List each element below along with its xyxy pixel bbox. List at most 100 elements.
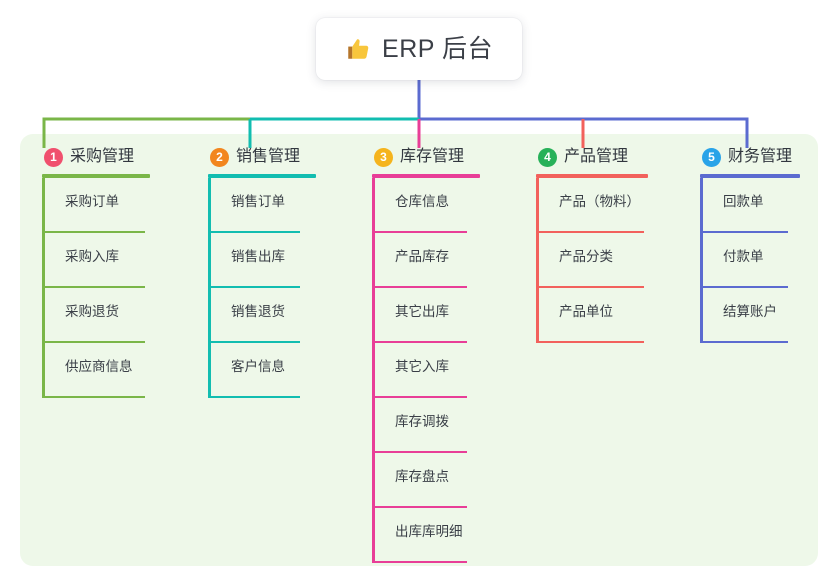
menu-item-rule [700,341,788,343]
column-items: 采购订单采购入库采购退货供应商信息 [42,178,150,398]
column-spine [208,178,211,398]
menu-item-label: 产品单位 [559,304,613,319]
menu-item-label: 客户信息 [231,359,285,374]
menu-item[interactable]: 客户信息 [208,343,316,398]
column-badge-4: 4 [538,147,557,167]
column-header-4[interactable]: 4 产品管理 [536,146,648,168]
menu-item[interactable]: 出库库明细 [372,508,480,563]
menu-item[interactable]: 库存盘点 [372,453,480,508]
menu-item-rule [372,451,467,453]
menu-item-label: 库存盘点 [395,469,449,484]
menu-item-rule [42,286,145,288]
column-header-rule [42,174,150,178]
menu-item-label: 付款单 [723,249,764,264]
menu-item[interactable]: 仓库信息 [372,178,480,233]
menu-item-label: 出库库明细 [395,524,463,539]
diagram-panel [20,134,818,566]
column-items: 回款单付款单结算账户 [700,178,800,343]
column-header-1[interactable]: 1 采购管理 [42,146,150,168]
column-title: 销售管理 [236,148,301,165]
menu-item[interactable]: 采购入库 [42,233,150,288]
column-title: 库存管理 [400,148,465,165]
menu-item[interactable]: 销售退货 [208,288,316,343]
menu-item-rule [372,341,467,343]
menu-item-rule [208,231,300,233]
menu-item-rule [372,286,467,288]
menu-item[interactable]: 采购退货 [42,288,150,343]
menu-item-rule [536,341,644,343]
menu-item-label: 产品库存 [395,249,449,264]
menu-item-rule [372,396,467,398]
column-产品管理: 4 产品管理产品（物料） 产品分类产品单位 [536,146,648,343]
menu-item-rule [372,231,467,233]
column-header-rule [536,174,648,178]
root-node-title: ERP 后台 [382,34,493,63]
column-badge-1: 1 [44,147,63,167]
menu-item-rule [208,396,300,398]
column-items: 产品（物料） 产品分类产品单位 [536,178,648,343]
menu-item-rule [536,231,644,233]
menu-item-label: 供应商信息 [65,359,133,374]
menu-item-label: 库存调拨 [395,414,449,429]
menu-item-rule [700,231,788,233]
menu-item-label: 销售退货 [231,304,285,319]
column-items: 销售订单销售出库销售退货客户信息 [208,178,316,398]
column-header-rule [700,174,800,178]
menu-item[interactable]: 产品分类 [536,233,648,288]
menu-item[interactable]: 采购订单 [42,178,150,233]
menu-item-label: 销售订单 [231,194,285,209]
root-node-card[interactable]: ERP 后台 [316,18,522,80]
thumbs-up-icon [348,39,369,59]
menu-item[interactable]: 付款单 [700,233,800,288]
column-spine [372,178,375,563]
menu-item[interactable]: 供应商信息 [42,343,150,398]
menu-item-label: 结算账户 [723,304,777,319]
column-items: 仓库信息产品库存其它出库其它入库库存调拨库存盘点出库库明细 [372,178,480,563]
column-spine [536,178,539,343]
menu-item-rule [700,286,788,288]
menu-item[interactable]: 回款单 [700,178,800,233]
menu-item-label: 仓库信息 [395,194,449,209]
menu-item[interactable]: 产品（物料） [536,178,648,233]
menu-item[interactable]: 库存调拨 [372,398,480,453]
column-header-2[interactable]: 2 销售管理 [208,146,316,168]
column-header-3[interactable]: 3 库存管理 [372,146,480,168]
root-node-content: ERP 后台 [345,36,493,62]
menu-item-rule [42,341,145,343]
menu-item-rule [372,561,467,563]
column-title: 产品管理 [564,148,629,165]
column-采购管理: 1 采购管理采购订单采购入库采购退货供应商信息 [42,146,150,398]
menu-item-label: 产品分类 [559,249,613,264]
menu-item-label: 采购退货 [65,304,119,319]
menu-item[interactable]: 其它出库 [372,288,480,343]
menu-item[interactable]: 销售出库 [208,233,316,288]
menu-item-rule [42,231,145,233]
column-spine [700,178,703,343]
menu-item[interactable]: 其它入库 [372,343,480,398]
menu-item-rule [208,341,300,343]
menu-item-rule [372,506,467,508]
menu-item-label: 采购订单 [65,194,119,209]
column-badge-2: 2 [210,147,229,167]
column-header-rule [372,174,480,178]
menu-item-label: 采购入库 [65,249,119,264]
column-spine [42,178,45,398]
column-库存管理: 3 库存管理仓库信息产品库存其它出库其它入库库存调拨库存盘点出库库明细 [372,146,480,563]
column-title: 采购管理 [70,148,135,165]
column-header-rule [208,174,316,178]
menu-item-rule [536,286,644,288]
menu-item[interactable]: 结算账户 [700,288,800,343]
menu-item-rule [42,396,145,398]
menu-item[interactable]: 产品单位 [536,288,648,343]
menu-item-label: 其它入库 [395,359,449,374]
menu-item-label: 回款单 [723,194,764,209]
menu-item-label: 产品（物料） [559,194,640,209]
menu-item[interactable]: 销售订单 [208,178,316,233]
menu-item[interactable]: 产品库存 [372,233,480,288]
menu-item-label: 其它出库 [395,304,449,319]
menu-item-rule [208,286,300,288]
column-badge-3: 3 [374,147,393,167]
